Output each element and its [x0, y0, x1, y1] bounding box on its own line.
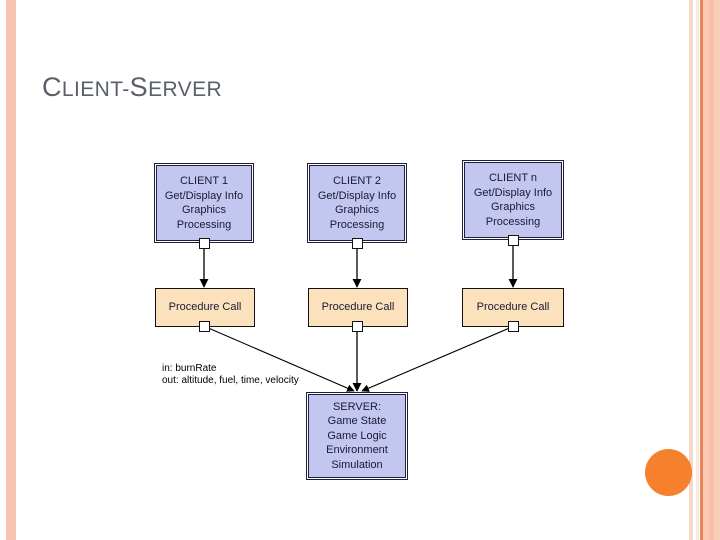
server-line-5: Simulation — [331, 458, 383, 471]
right-border-stripe-2 — [696, 0, 699, 540]
client-2-line-4: Processing — [329, 218, 385, 231]
client-2-bottom-connector[interactable] — [352, 238, 363, 249]
client-2-line-3: Graphics — [334, 204, 380, 216]
client-2-line-2: Get/Display Info — [317, 189, 397, 202]
procedure-call-n-label: Procedure Call — [476, 301, 550, 314]
interface-annotation: in: burnRate out: altitude, fuel, time, … — [162, 363, 299, 387]
server-box[interactable]: SERVER: Game State Game Logic Environmen… — [306, 392, 408, 480]
client-n-line-1: CLIENT n — [488, 172, 538, 184]
client-2-box[interactable]: CLIENT 2 Get/Display Info Graphics Proce… — [307, 163, 407, 243]
procedure-call-2-bottom-connector[interactable] — [352, 321, 363, 332]
client-1-line-3: Graphics — [181, 204, 227, 216]
client-n-line-3: Graphics — [490, 201, 536, 213]
server-line-4: Environment — [326, 444, 388, 457]
procedure-call-2-label: Procedure Call — [321, 301, 395, 314]
right-border-stripe-4 — [703, 0, 709, 540]
edge-proc1-to-server — [205, 326, 355, 392]
client-1-line-2: Get/Display Info — [164, 189, 244, 202]
left-border-stripe — [6, 0, 16, 540]
right-border-stripe-3 — [700, 0, 703, 540]
client-1-line-4: Processing — [176, 218, 232, 231]
procedure-call-n-box[interactable]: Procedure Call — [462, 288, 564, 327]
client-n-bottom-connector[interactable] — [508, 235, 519, 246]
right-border-stripe-5 — [709, 0, 714, 540]
page-title: CLIENT-SERVER — [42, 72, 222, 103]
title-text-lient: LIENT- — [61, 78, 130, 101]
orange-circle-decoration — [645, 449, 692, 496]
right-border-stripe-6 — [714, 0, 720, 540]
client-n-line-4: Processing — [485, 215, 541, 228]
title-letter-s: S — [129, 72, 149, 102]
procedure-call-2-box[interactable]: Procedure Call — [308, 288, 408, 327]
title-letter-c: C — [42, 72, 62, 102]
client-n-box[interactable]: CLIENT n Get/Display Info Graphics Proce… — [462, 160, 564, 240]
client-1-bottom-connector[interactable] — [199, 238, 210, 249]
client-n-line-2: Get/Display Info — [473, 186, 553, 199]
title-text-erver: ERVER — [148, 78, 223, 101]
procedure-call-n-bottom-connector[interactable] — [508, 321, 519, 332]
edge-procn-to-server — [361, 326, 513, 392]
annotation-out-line: out: altitude, fuel, time, velocity — [162, 375, 299, 386]
annotation-in-line: in: burnRate — [162, 363, 217, 374]
client-2-line-1: CLIENT 2 — [332, 175, 382, 187]
right-border-stripe-1 — [689, 0, 693, 540]
server-line-1: SERVER: — [332, 400, 382, 413]
procedure-call-1-label: Procedure Call — [168, 301, 242, 314]
client-1-line-1: CLIENT 1 — [179, 175, 229, 187]
server-line-2: Game State — [327, 415, 387, 428]
client-1-box[interactable]: CLIENT 1 Get/Display Info Graphics Proce… — [154, 163, 254, 243]
server-line-3: Game Logic — [327, 429, 387, 442]
procedure-call-1-bottom-connector[interactable] — [199, 321, 210, 332]
